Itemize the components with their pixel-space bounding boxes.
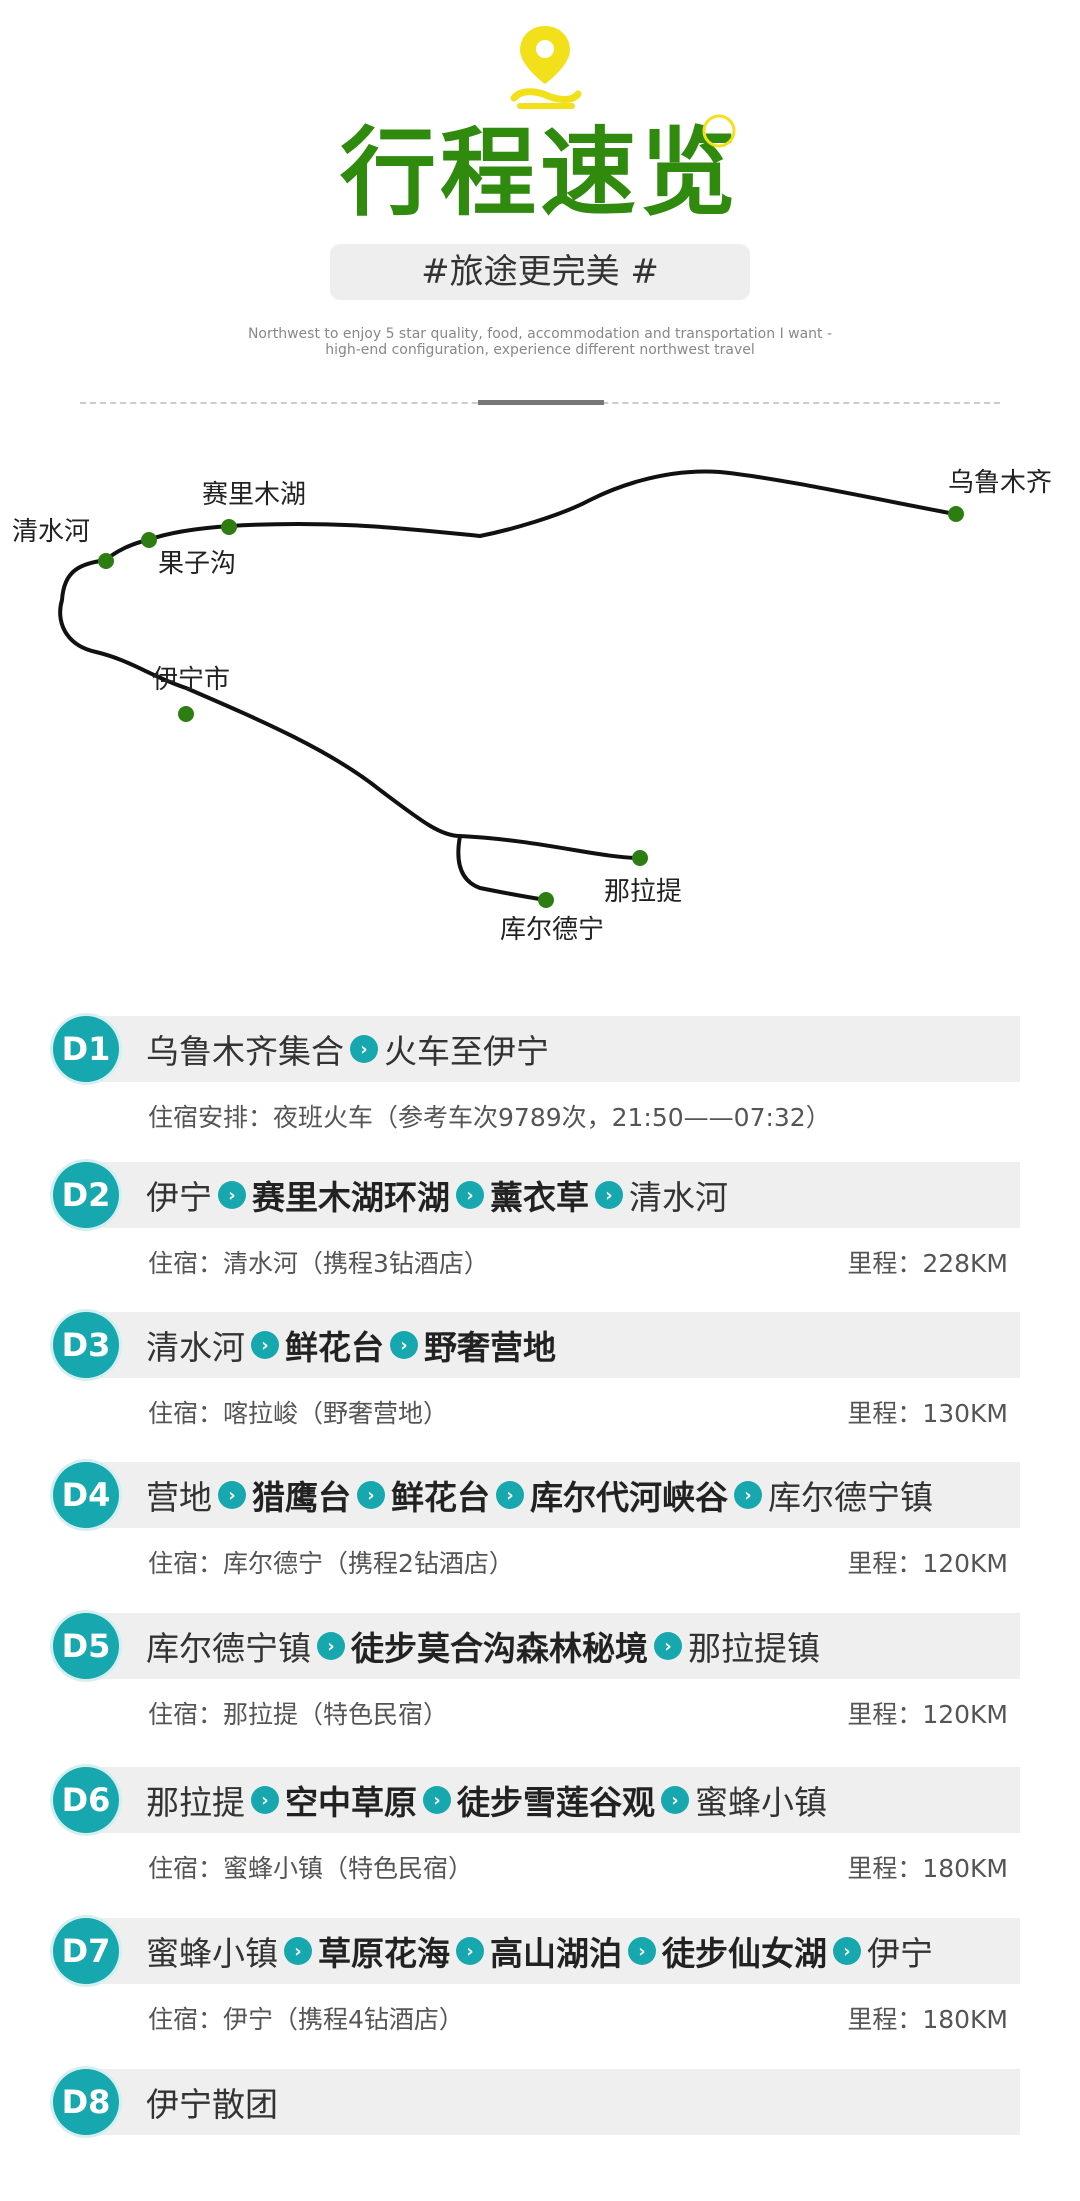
route-stop: 伊宁 [867, 1934, 933, 1973]
route-stop: 伊宁 [146, 1178, 212, 1217]
arrow-right-icon: › [833, 1937, 861, 1965]
route-stop: 徒步莫合沟森林秘境 [351, 1629, 648, 1668]
route-stop: 那拉提 [146, 1783, 245, 1822]
day-badge: D1 [53, 1016, 119, 1082]
location-pin-icon [510, 26, 582, 109]
day-route-bar: 那拉提›空中草原›徒步雪莲谷观›蜜蜂小镇 [80, 1767, 1020, 1833]
route-stop: 空中草原 [285, 1783, 417, 1822]
tagline-pill: #旅途更完美 # [330, 244, 750, 300]
map-point-qingshuihe [98, 553, 114, 569]
lodging-text: 住宿：伊宁（携程4钻酒店） [148, 2005, 464, 2034]
route-stop: 库尔德宁镇 [768, 1478, 933, 1517]
arrow-right-icon: › [423, 1786, 451, 1814]
route-stop: 薰衣草 [490, 1178, 589, 1217]
map-point-nalati [632, 850, 648, 866]
map-label-yining: 伊宁市 [152, 665, 230, 695]
route-stop: 乌鲁木齐集合 [146, 1032, 344, 1071]
arrow-right-icon: › [251, 1331, 279, 1359]
day-route-bar: 清水河›鲜花台›野奢营地 [80, 1312, 1020, 1378]
map-point-sayram [221, 519, 237, 535]
lodging-text: 住宿：蜜蜂小镇（特色民宿） [148, 1854, 474, 1883]
route-stop: 清水河 [146, 1328, 245, 1367]
day-badge: D8 [53, 2069, 119, 2135]
day-badge: D2 [53, 1162, 119, 1228]
route-stop: 那拉提镇 [688, 1629, 820, 1668]
circle-decoration-icon [702, 114, 736, 148]
route-stop: 伊宁散团 [146, 2085, 278, 2124]
map-point-urumqi [948, 506, 964, 522]
route-stop: 徒步仙女湖 [662, 1934, 827, 1973]
day-badge: D4 [53, 1462, 119, 1528]
arrow-right-icon: › [456, 1937, 484, 1965]
route-stop: 库尔德宁镇 [146, 1629, 311, 1668]
arrow-right-icon: › [595, 1181, 623, 1209]
arrow-right-icon: › [734, 1481, 762, 1509]
day-badge: D6 [53, 1767, 119, 1833]
route-stop: 野奢营地 [424, 1328, 556, 1367]
day-route-bar: 蜜蜂小镇›草原花海›高山湖泊›徒步仙女湖›伊宁 [80, 1918, 1020, 1984]
route-stop: 草原花海 [318, 1934, 450, 1973]
route-line [58, 469, 957, 902]
map-label-guozigou: 果子沟 [158, 549, 236, 579]
mileage-text: 里程：180KM [847, 2005, 1008, 2034]
map-point-kuerdening [538, 892, 554, 908]
route-stop: 营地 [146, 1478, 212, 1517]
day-route-bar: 乌鲁木齐集合›火车至伊宁 [80, 1016, 1020, 1082]
divider-accent [478, 400, 604, 405]
mileage-text: 里程：120KM [847, 1549, 1008, 1578]
arrow-right-icon: › [456, 1181, 484, 1209]
day-badge: D5 [53, 1613, 119, 1679]
day-route-bar: 伊宁›赛里木湖环湖›薰衣草›清水河 [80, 1162, 1020, 1228]
day-route-bar: 库尔德宁镇›徒步莫合沟森林秘境›那拉提镇 [80, 1613, 1020, 1679]
route-stop: 火车至伊宁 [384, 1032, 549, 1071]
route-stop: 徒步雪莲谷观 [457, 1783, 655, 1822]
arrow-right-icon: › [357, 1481, 385, 1509]
arrow-right-icon: › [251, 1786, 279, 1814]
route-map: 乌鲁木齐 赛里木湖 清水河 果子沟 伊宁市 那拉提 库尔德宁 [12, 468, 1052, 945]
route-stop: 鲜花台 [391, 1478, 490, 1517]
arrow-right-icon: › [661, 1786, 689, 1814]
arrow-right-icon: › [390, 1331, 418, 1359]
mileage-text: 里程：130KM [847, 1399, 1008, 1428]
arrow-right-icon: › [654, 1632, 682, 1660]
lodging-text: 住宿：那拉提（特色民宿） [148, 1700, 449, 1729]
arrow-right-icon: › [317, 1632, 345, 1660]
route-stop: 高山湖泊 [490, 1934, 622, 1973]
lodging-text: 住宿：清水河（携程3钻酒店） [148, 1249, 489, 1278]
arrow-right-icon: › [284, 1937, 312, 1965]
lodging-text: 住宿：喀拉峻（野奢营地） [148, 1399, 449, 1428]
map-label-qingshuihe: 清水河 [12, 517, 90, 547]
route-stop: 猎鹰台 [252, 1478, 351, 1517]
route-stop: 蜜蜂小镇 [146, 1934, 278, 1973]
page-title: 行程速览 [340, 117, 740, 229]
day-badge: D3 [53, 1312, 119, 1378]
day-route-bar: 伊宁散团 [80, 2069, 1020, 2135]
map-label-sayram: 赛里木湖 [202, 480, 306, 510]
lodging-text: 住宿：库尔德宁（携程2钻酒店） [148, 1549, 514, 1578]
arrow-right-icon: › [218, 1481, 246, 1509]
map-label-nalati: 那拉提 [604, 877, 682, 907]
map-point-guozigou [141, 532, 157, 548]
english-subtext: Northwest to enjoy 5 star quality, food,… [230, 326, 850, 358]
arrow-right-icon: › [350, 1035, 378, 1063]
mileage-text: 里程：228KM [847, 1249, 1008, 1278]
route-stop: 库尔代河峡谷 [530, 1478, 728, 1517]
mileage-text: 里程：180KM [847, 1854, 1008, 1883]
arrow-right-icon: › [628, 1937, 656, 1965]
map-label-urumqi: 乌鲁木齐 [948, 468, 1052, 498]
arrow-right-icon: › [218, 1181, 246, 1209]
route-stop: 清水河 [629, 1178, 728, 1217]
lodging-text: 住宿安排：夜班火车（参考车次9789次，21:50——07:32） [148, 1103, 831, 1132]
day-badge: D7 [53, 1918, 119, 1984]
subtext-line: Northwest to enjoy 5 star quality, food,… [247, 326, 833, 342]
arrow-right-icon: › [496, 1481, 524, 1509]
route-stop: 蜜蜂小镇 [695, 1783, 827, 1822]
mileage-text: 里程：120KM [847, 1700, 1008, 1729]
map-label-kuerdening: 库尔德宁 [500, 915, 604, 945]
day-route-bar: 营地›猎鹰台›鲜花台›库尔代河峡谷›库尔德宁镇 [80, 1462, 1020, 1528]
route-stop: 鲜花台 [285, 1328, 384, 1367]
subtext-line: high-end configuration, experience diffe… [325, 342, 755, 358]
route-stop: 赛里木湖环湖 [252, 1178, 450, 1217]
map-point-yining [178, 706, 194, 722]
